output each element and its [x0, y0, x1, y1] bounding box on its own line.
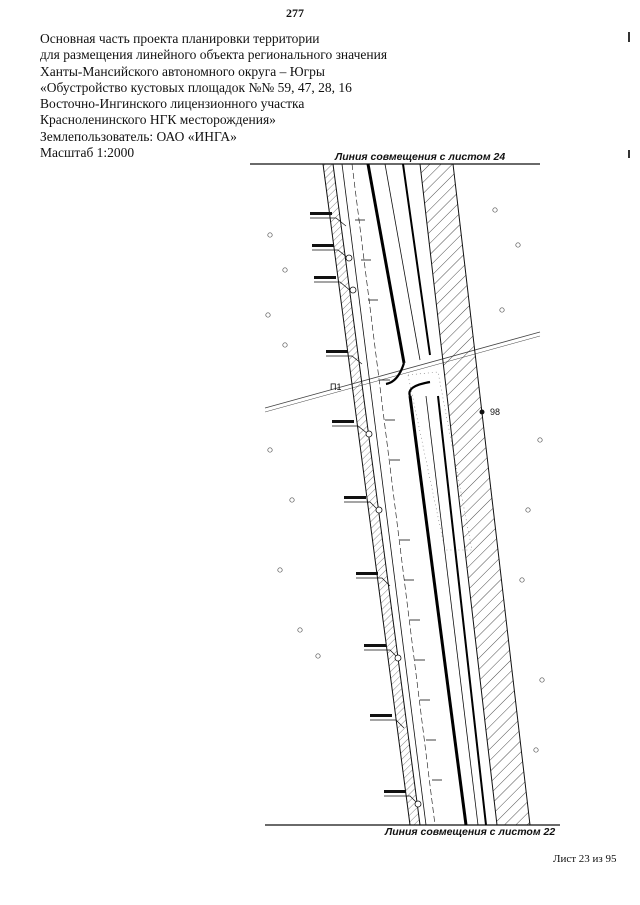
- margin-mark: [628, 150, 630, 158]
- sheet-counter: Лист 23 из 95: [553, 853, 617, 865]
- point-label-p1: П1: [330, 382, 342, 392]
- point-label-98: 98: [490, 407, 501, 417]
- page-number: 277: [286, 6, 304, 20]
- right-hatched-strip: [419, 163, 531, 826]
- main-road-right: [402, 163, 431, 356]
- header-block: Основная часть проекта планировки террит…: [40, 31, 420, 161]
- point-98-marker: [479, 409, 485, 415]
- land-user-line: Землепользователь: ОАО «ИНГА»: [40, 128, 237, 144]
- header-line: Восточно-Ингинского лицензионного участк…: [40, 96, 305, 112]
- top-match-label: Линия совмещения с листом 24: [335, 151, 506, 163]
- bottom-match-label: Линия совмещения с листом 22: [385, 826, 556, 838]
- header-line: для размещения линейного объекта региона…: [40, 47, 388, 63]
- scale-line: Масштаб 1:2000: [40, 145, 135, 161]
- header-line: Красноленинского НГК месторождения»: [40, 112, 276, 128]
- site-plan: Линия совмещения с листом 24 Линия совме…: [240, 150, 560, 850]
- left-hatched-strip: [322, 163, 421, 826]
- site-plan-drawing: [250, 163, 560, 826]
- header-line: Ханты-Мансийского автономного округа – Ю…: [40, 63, 325, 79]
- header-line: Основная часть проекта планировки террит…: [40, 31, 320, 46]
- margin-mark: [628, 32, 630, 42]
- dotted-area: [407, 371, 473, 551]
- header-line: «Обустройство кустовых площадок №№ 59, 4…: [40, 79, 352, 95]
- main-road-left: [366, 163, 406, 364]
